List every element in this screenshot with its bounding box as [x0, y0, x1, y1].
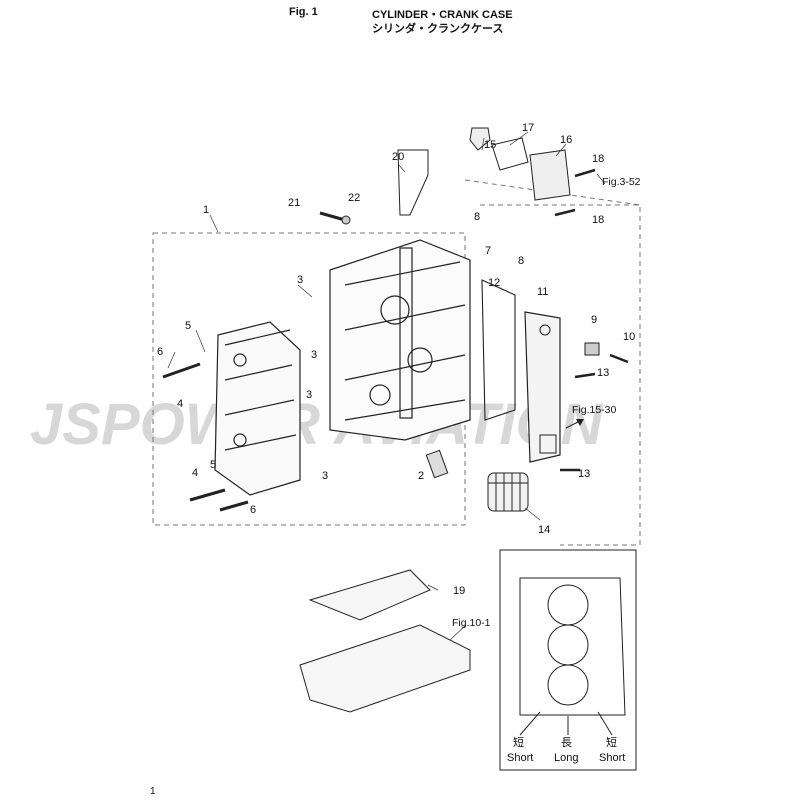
callout-14: 14 — [538, 524, 550, 536]
callout-5: 5 — [185, 320, 191, 332]
callout-6: 6 — [250, 504, 256, 516]
callout-3: 3 — [297, 274, 303, 286]
callout-1: 1 — [203, 204, 209, 216]
breather-cap — [469, 127, 491, 151]
callout-8: 8 — [474, 211, 480, 223]
callout-8: 8 — [518, 255, 524, 267]
callout-7: 7 — [485, 245, 491, 257]
callout-12: 12 — [488, 277, 500, 289]
ref-fig-10-1: Fig.10-1 — [452, 617, 491, 629]
side-cover — [524, 311, 561, 463]
oil-pan — [299, 624, 471, 713]
ref-fig-3-52: Fig.3-52 — [602, 176, 641, 188]
crank-case — [329, 239, 471, 441]
callout-3: 3 — [322, 470, 328, 482]
short-label-jp-right: 短 — [606, 735, 617, 749]
cylinder-bores-view — [519, 577, 626, 716]
short-label-right: Short — [599, 752, 625, 764]
short-label-jp-left: 短 — [513, 735, 524, 749]
cover-housing — [529, 149, 571, 201]
cover-group-boundary — [480, 204, 641, 546]
page-number: 1 — [150, 786, 156, 797]
callout-21: 21 — [288, 197, 300, 209]
hanger-bracket — [397, 149, 429, 216]
page-title: CYLINDER・CRANK CASE — [372, 9, 513, 21]
callout-numbers: 1 2 3 3 3 3 4 4 5 5 6 6 7 8 8 9 10 12 11… — [157, 122, 635, 597]
callout-16: 16 — [560, 134, 572, 146]
figure-number: Fig. 1 — [289, 6, 318, 18]
watermark: JSPOWER AVIATION — [30, 392, 604, 457]
callout-11: 11 — [537, 286, 548, 298]
callout-22: 22 — [348, 192, 360, 204]
callout-5: 5 — [210, 459, 216, 471]
callout-4: 4 — [192, 467, 198, 479]
callout-6: 6 — [157, 346, 163, 358]
sensor-block — [584, 342, 600, 356]
callout-3: 3 — [311, 349, 317, 361]
callout-19: 19 — [453, 585, 465, 597]
bolts — [162, 168, 629, 512]
callout-13: 13 — [578, 468, 590, 480]
gasket-small — [491, 137, 529, 171]
assembly-boundary — [152, 232, 466, 526]
bolt-length-inset — [499, 549, 637, 771]
long-label: Long — [554, 752, 578, 764]
callout-4: 4 — [177, 398, 183, 410]
figure-references: Fig.3-52 Fig.15-30 Fig.10-1 — [452, 176, 641, 629]
oil-filter — [487, 472, 529, 512]
callout-3: 3 — [306, 389, 312, 401]
callout-9: 9 — [591, 314, 597, 326]
callout-18: 18 — [592, 153, 604, 165]
page-subtitle-japanese: シリンダ・クランクケース — [372, 23, 504, 35]
baffle-plate — [308, 569, 431, 621]
callout-20: 20 — [392, 151, 404, 163]
callout-18: 18 — [592, 214, 604, 226]
ref-fig-15-30: Fig.15-30 — [572, 404, 617, 416]
callout-10: 10 — [623, 331, 635, 343]
callout-13: 13 — [597, 367, 609, 379]
callout-17: 17 — [522, 122, 534, 134]
cylinder-block-cover — [214, 321, 301, 496]
callout-15: 15 — [484, 139, 496, 151]
gasket — [481, 279, 516, 421]
callout-2: 2 — [418, 470, 424, 482]
long-label-jp: 長 — [561, 736, 572, 749]
stud-bolt — [425, 449, 449, 479]
short-label-left: Short — [507, 752, 533, 764]
